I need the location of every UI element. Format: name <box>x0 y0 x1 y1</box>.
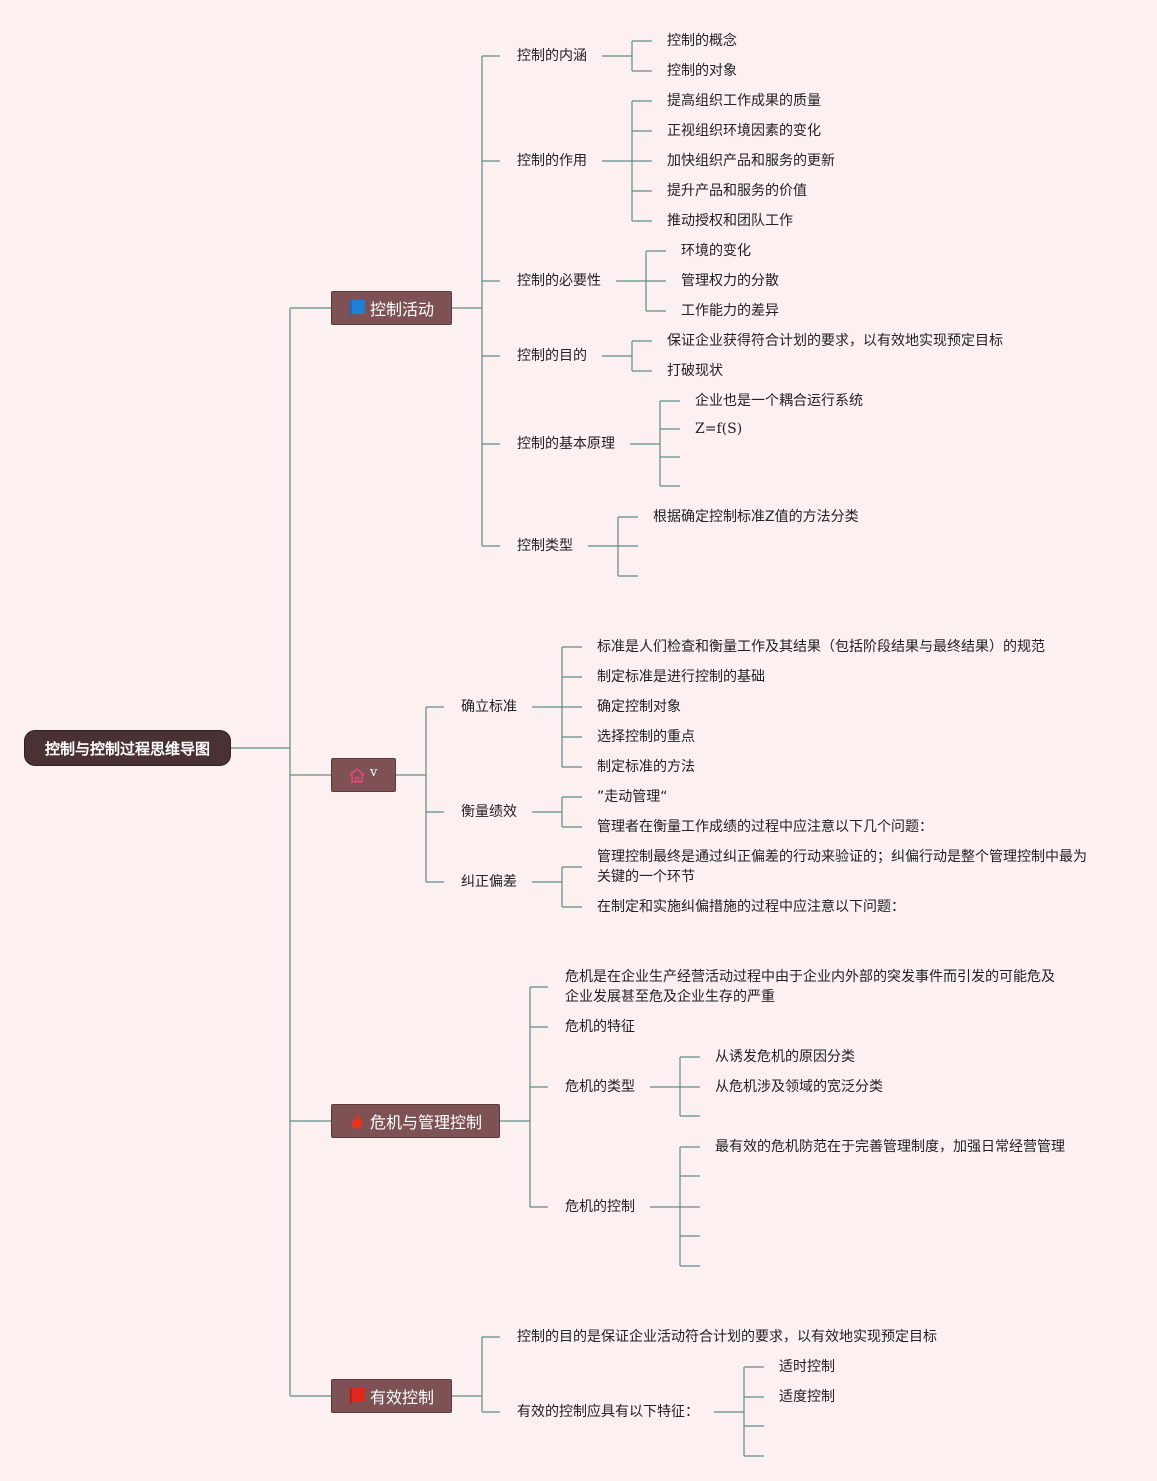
leaf-node[interactable]: 加快组织产品和服务的更新 <box>667 153 835 169</box>
leaf-node[interactable]: 从诱发危机的原因分类 <box>715 1049 855 1065</box>
topic-node[interactable]: 控制的必要性 <box>517 273 601 289</box>
leaf-node[interactable]: 企业也是一个耦合运行系统 <box>695 393 863 409</box>
topic-node[interactable]: 控制的基本原理 <box>517 436 615 452</box>
leaf-node[interactable]: 适时控制 <box>779 1359 835 1375</box>
leaf-node[interactable]: 打破现状 <box>667 363 723 379</box>
leaf-node[interactable]: 管理者在衡量工作成绩的过程中应注意以下几个问题： <box>597 819 933 835</box>
leaf-node[interactable]: 在制定和实施纠偏措施的过程中应注意以下问题： <box>597 899 905 915</box>
topic-node[interactable]: 纠正偏差 <box>461 874 517 890</box>
leaf-node[interactable]: 环境的变化 <box>681 243 751 259</box>
leaf-node[interactable]: 控制的概念 <box>667 33 737 49</box>
leaf-node[interactable]: 工作能力的差异 <box>681 303 779 319</box>
topic-node[interactable]: 有效的控制应具有以下特征： <box>517 1404 699 1420</box>
leaf-node[interactable]: 管理控制最终是通过纠正偏差的行动来验证的；纠偏行动是整个管理控制中最为关键的一个… <box>597 849 1087 885</box>
topic-node[interactable]: 控制的作用 <box>517 153 587 169</box>
leaf-node[interactable]: 标准是人们检查和衡量工作及其结果（包括阶段结果与最终结果）的规范 <box>597 639 1045 655</box>
root-label: 控制与控制过程思维导图 <box>44 739 210 758</box>
leaf-node[interactable]: 制定标准是进行控制的基础 <box>597 669 765 685</box>
leaf-node[interactable]: 管理权力的分散 <box>681 273 779 289</box>
leaf-node[interactable]: 推动授权和团队工作 <box>667 213 793 229</box>
branch-node-control-activity[interactable]: 控制活动 <box>331 291 452 325</box>
leaf-node[interactable]: ”走动管理“ <box>597 789 668 805</box>
leaf-node[interactable]: 从危机涉及领域的宽泛分类 <box>715 1079 883 1095</box>
flame-icon <box>348 1112 366 1130</box>
branch-label: 危机与管理控制 <box>370 1113 483 1132</box>
branch-label: 有效控制 <box>370 1388 435 1407</box>
branch-node-crisis[interactable]: 危机与管理控制 <box>331 1104 500 1138</box>
leaf-node[interactable]: 根据确定控制标准Z值的方法分类 <box>653 509 859 525</box>
house-icon <box>348 766 366 784</box>
topic-node[interactable]: 控制的目的 <box>517 348 587 364</box>
leaf-node[interactable]: 确定控制对象 <box>597 699 681 715</box>
leaf-node[interactable]: 提高组织工作成果的质量 <box>667 93 821 109</box>
topic-node[interactable]: 控制的内涵 <box>517 48 587 64</box>
topic-node[interactable]: 危机的特征 <box>565 1019 635 1035</box>
leaf-node[interactable]: Z=f(S) <box>695 421 743 437</box>
leaf-node[interactable]: 正视组织环境因素的变化 <box>667 123 821 139</box>
topic-node[interactable]: 控制的目的是保证企业活动符合计划的要求，以有效地实现预定目标 <box>517 1329 937 1345</box>
topic-node[interactable]: 确立标准 <box>461 699 517 715</box>
leaf-node[interactable]: 最有效的危机防范在于完善管理制度，加强日常经营管理 <box>715 1139 1065 1155</box>
branch-node-effective-control[interactable]: 有效控制 <box>331 1379 452 1413</box>
leaf-node[interactable]: 适度控制 <box>779 1389 835 1405</box>
branch-node-v[interactable]: v <box>331 758 396 792</box>
leaf-node[interactable]: 保证企业获得符合计划的要求，以有效地实现预定目标 <box>667 333 1003 349</box>
red-flag-icon <box>348 1387 366 1405</box>
root-node[interactable]: 控制与控制过程思维导图 <box>25 731 230 765</box>
topic-node[interactable]: 危机的类型 <box>565 1079 635 1095</box>
topic-node[interactable]: 衡量绩效 <box>461 804 517 820</box>
branch-label: 控制活动 <box>370 300 435 319</box>
topic-node[interactable]: 控制类型 <box>517 538 573 554</box>
blue-flag-icon <box>348 299 366 317</box>
leaf-node[interactable]: 控制的对象 <box>667 63 737 79</box>
leaf-node[interactable]: 选择控制的重点 <box>597 729 695 745</box>
leaf-node[interactable]: 提升产品和服务的价值 <box>667 183 807 199</box>
branch-label: v <box>370 764 378 780</box>
topic-node[interactable]: 危机的控制 <box>565 1199 635 1215</box>
topic-node[interactable]: 危机是在企业生产经营活动过程中由于企业内外部的突发事件而引发的可能危及企业发展甚… <box>565 969 1055 1005</box>
leaf-node[interactable]: 制定标准的方法 <box>597 759 695 775</box>
